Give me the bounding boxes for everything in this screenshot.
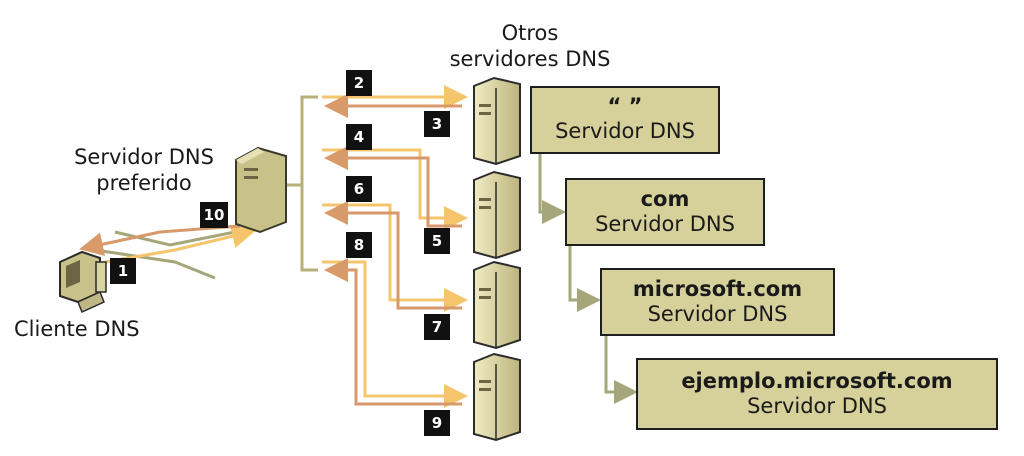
zone-role: Servidor DNS (555, 119, 695, 143)
preferred-server-icon (235, 146, 287, 234)
server-icon-microsoft (473, 260, 521, 350)
step-badge-3: 3 (424, 111, 450, 137)
zone-box-microsoft: microsoft.com Servidor DNS (600, 268, 835, 336)
other-servers-title-line2: servidores DNS (449, 47, 611, 71)
zone-box-ejemplo: ejemplo.microsoft.com Servidor DNS (636, 358, 998, 430)
zone-role: Servidor DNS (647, 302, 788, 326)
zone-name: ejemplo.microsoft.com (681, 369, 953, 393)
step-badge-7: 7 (424, 314, 450, 340)
other-servers-title-line1: Otros (501, 21, 559, 45)
preferred-server-label-line1: Servidor DNS (74, 145, 214, 169)
preferred-server-label: Servidor DNS preferido (54, 144, 234, 196)
step-badge-1: 1 (110, 258, 136, 284)
client-computer-icon (59, 250, 107, 314)
server-icon-ejemplo (473, 352, 521, 442)
zone-box-com: com Servidor DNS (565, 178, 765, 246)
query-response-arrows (322, 85, 468, 408)
step-badge-6: 6 (346, 176, 372, 202)
step-badge-9: 9 (424, 410, 450, 436)
step-badge-4: 4 (346, 124, 372, 150)
step-badge-10: 10 (200, 202, 228, 228)
query-bracket (286, 95, 318, 272)
zone-name: microsoft.com (632, 277, 803, 301)
server-icon-root (473, 76, 521, 166)
preferred-server-label-line2: preferido (96, 171, 192, 195)
zone-box-root: “ ” Servidor DNS (530, 86, 720, 154)
step-badge-5: 5 (424, 228, 450, 254)
hierarchy-connectors (538, 152, 638, 404)
client-label: Cliente DNS (14, 317, 140, 341)
step-badge-8: 8 (346, 232, 372, 258)
zone-role: Servidor DNS (747, 394, 887, 418)
step-badge-2: 2 (346, 70, 372, 96)
zone-role: Servidor DNS (595, 212, 735, 236)
server-icon-com (473, 170, 521, 260)
zone-name: “ ” (607, 94, 643, 118)
zone-name: com (640, 187, 690, 211)
other-servers-title: Otros servidores DNS (430, 20, 630, 72)
